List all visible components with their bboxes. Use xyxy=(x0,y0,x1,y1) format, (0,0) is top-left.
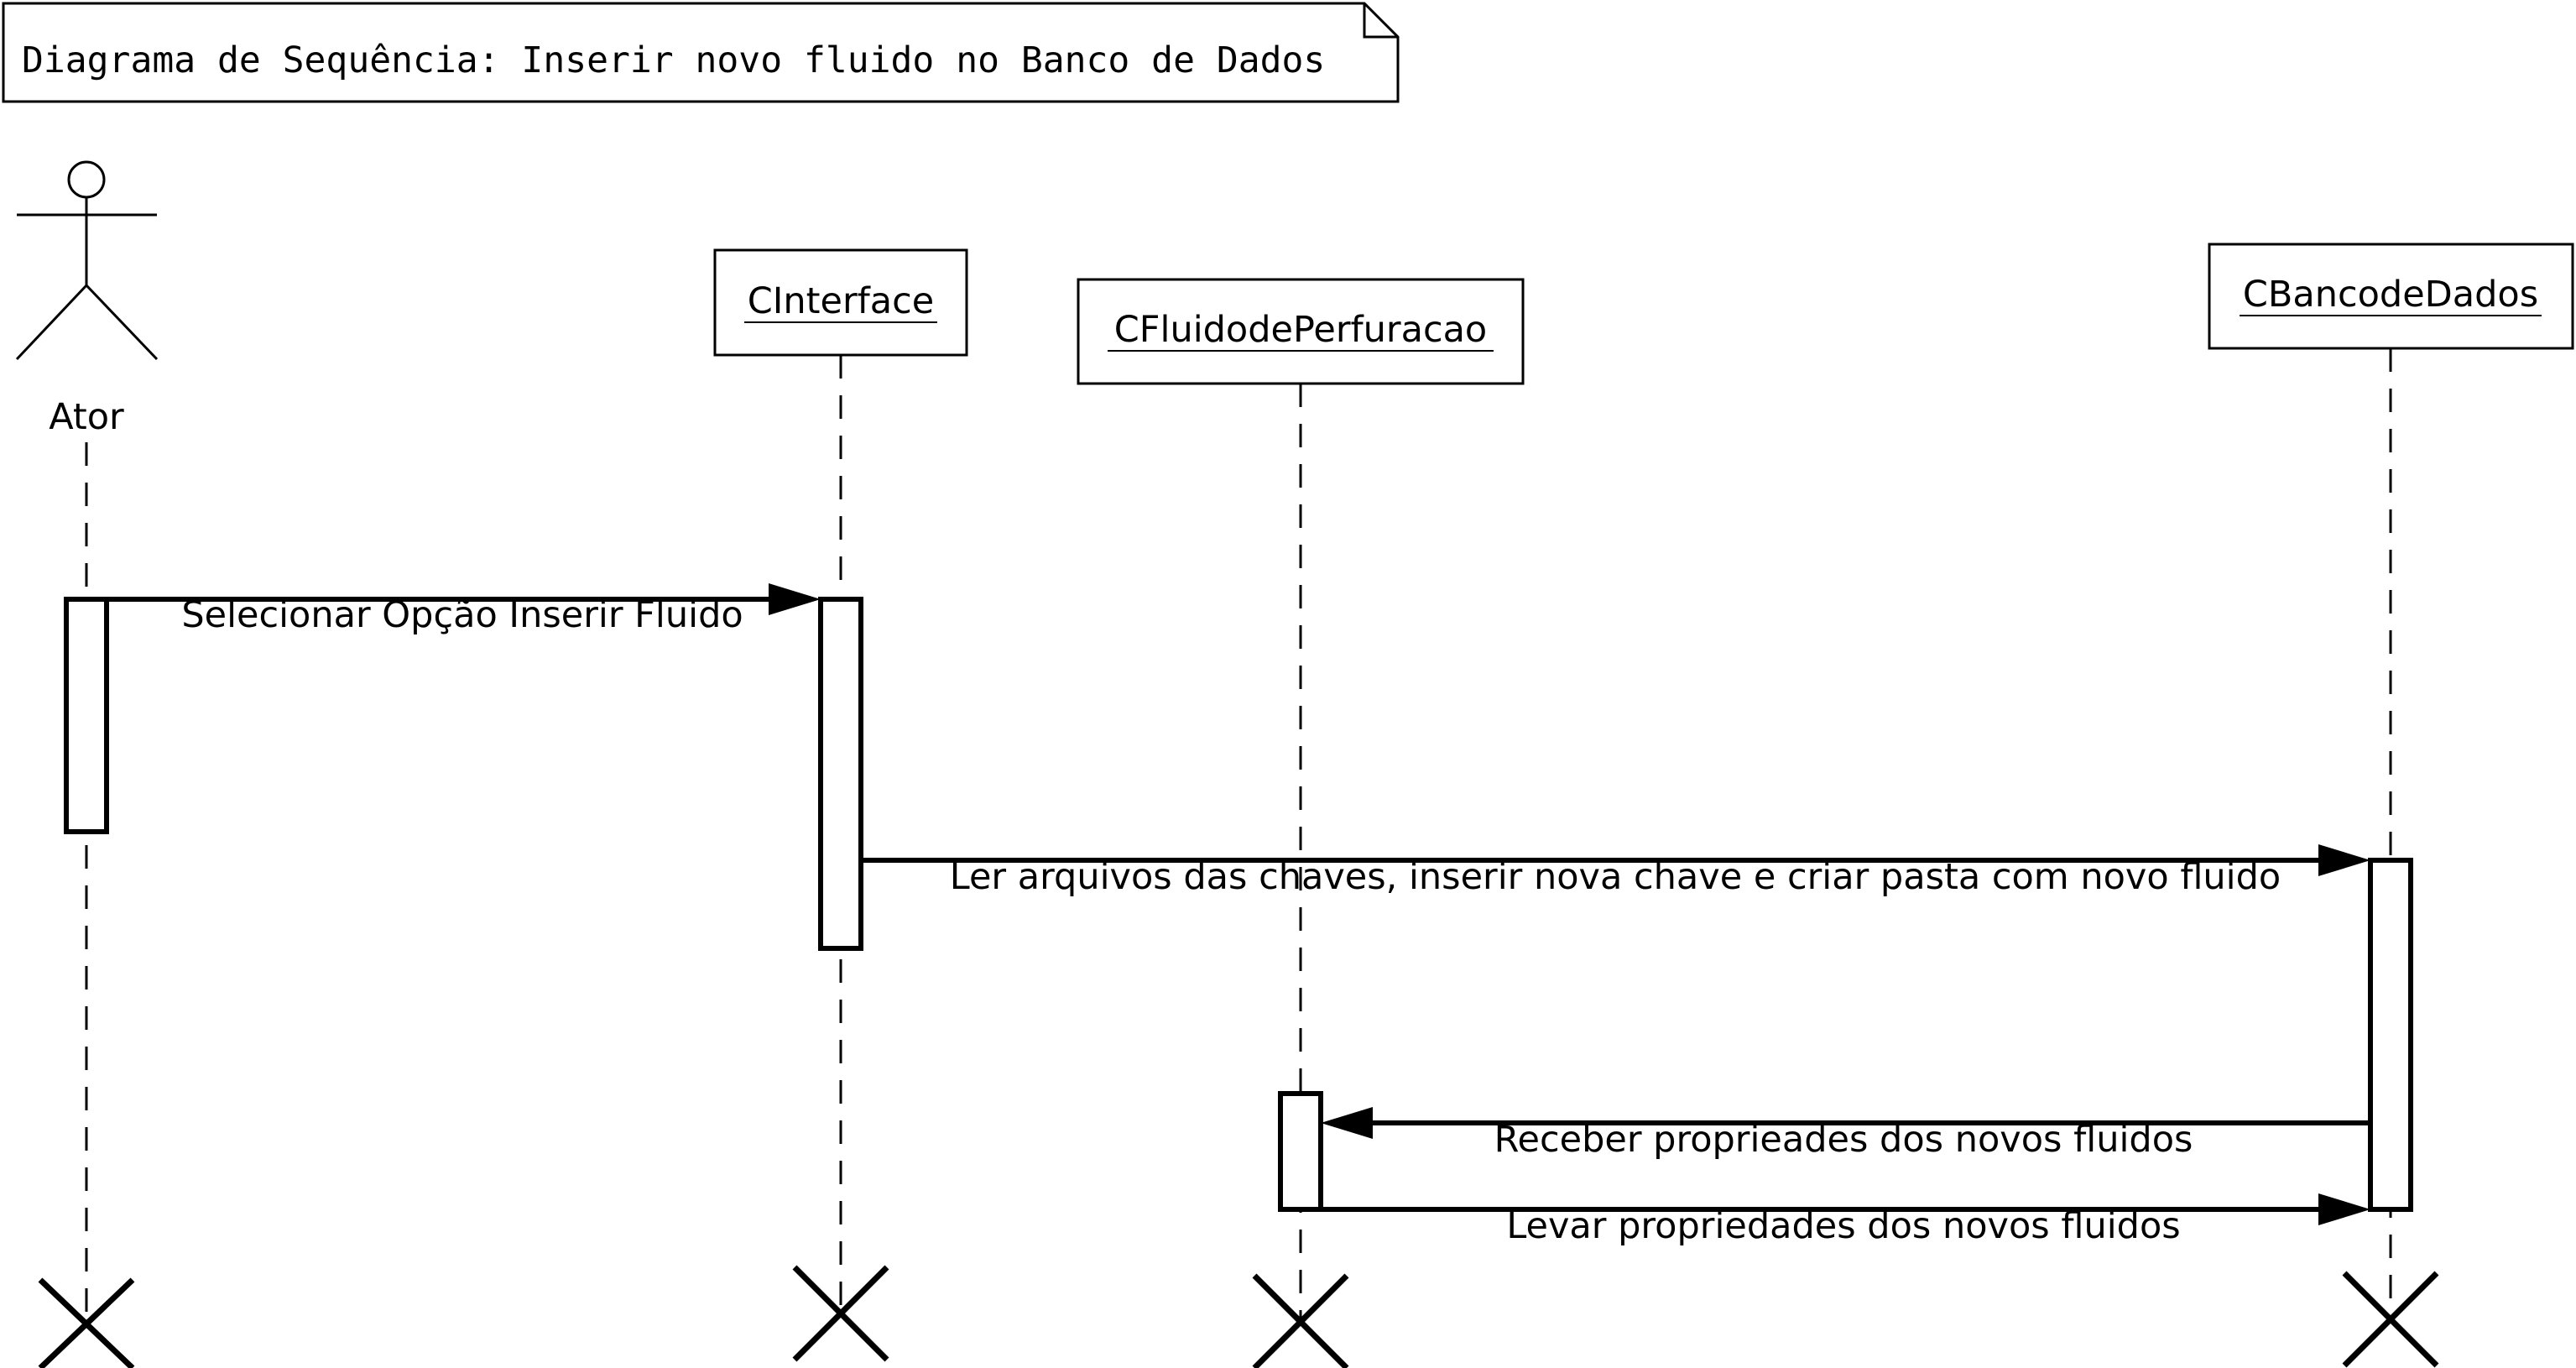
activation-actor xyxy=(64,597,109,834)
actor-label: Ator xyxy=(49,396,124,438)
actor: Ator xyxy=(15,160,159,438)
object-cbancodedados-label: CBancodeDados xyxy=(2243,274,2538,316)
arrowhead-right-icon xyxy=(2318,844,2370,876)
diagram-title-frame: Diagrama de Sequência: Inserir novo flui… xyxy=(2,2,1400,103)
destroy-actor-icon xyxy=(38,1277,135,1368)
message-receber-proprieades: Receber proprieades dos novos fluidos xyxy=(1321,1107,2370,1161)
activation-cbancodedados xyxy=(2368,858,2413,1212)
arrowhead-right-icon xyxy=(2318,1193,2370,1225)
activation-cfluidodeperfuracao xyxy=(1278,1091,1323,1212)
message-receber-proprieades-label: Receber proprieades dos novos fluidos xyxy=(1494,1119,2193,1161)
actor-head xyxy=(67,160,106,199)
actor-left-leg xyxy=(15,284,88,361)
diagram-title: Diagrama de Sequência: Inserir novo flui… xyxy=(22,39,1325,81)
arrowhead-left-icon xyxy=(1321,1107,1373,1139)
message-ler-arquivos: Ler arquivos das chaves, inserir nova ch… xyxy=(861,844,2370,898)
actor-right-leg xyxy=(85,284,159,361)
object-cinterface: CInterface xyxy=(713,248,968,357)
message-levar-propriedades: Levar propriedades dos novos fluidos xyxy=(1321,1193,2370,1247)
arrowhead-right-icon xyxy=(769,583,821,615)
object-cbancodedados: CBancodeDados xyxy=(2208,243,2574,350)
destroy-cbancodedados-icon xyxy=(2342,1271,2439,1368)
message-levar-propriedades-label: Levar propriedades dos novos fluidos xyxy=(1506,1205,2180,1247)
destroy-cinterface-icon xyxy=(792,1265,889,1362)
message-ler-arquivos-label: Ler arquivos das chaves, inserir nova ch… xyxy=(950,856,2281,898)
object-cfluidodeperfuracao-label: CFluidodePerfuracao xyxy=(1114,309,1488,351)
message-selecionar-opcao-label: Selecionar Opção Inserir Fluido xyxy=(181,594,743,636)
object-cinterface-label: CInterface xyxy=(748,280,935,322)
activation-cinterface xyxy=(818,597,863,951)
destroy-cfluidodeperfuracao-icon xyxy=(1252,1273,1349,1368)
object-cfluidodeperfuracao: CFluidodePerfuracao xyxy=(1077,278,1525,385)
message-selecionar-opcao: Selecionar Opção Inserir Fluido xyxy=(107,583,821,636)
